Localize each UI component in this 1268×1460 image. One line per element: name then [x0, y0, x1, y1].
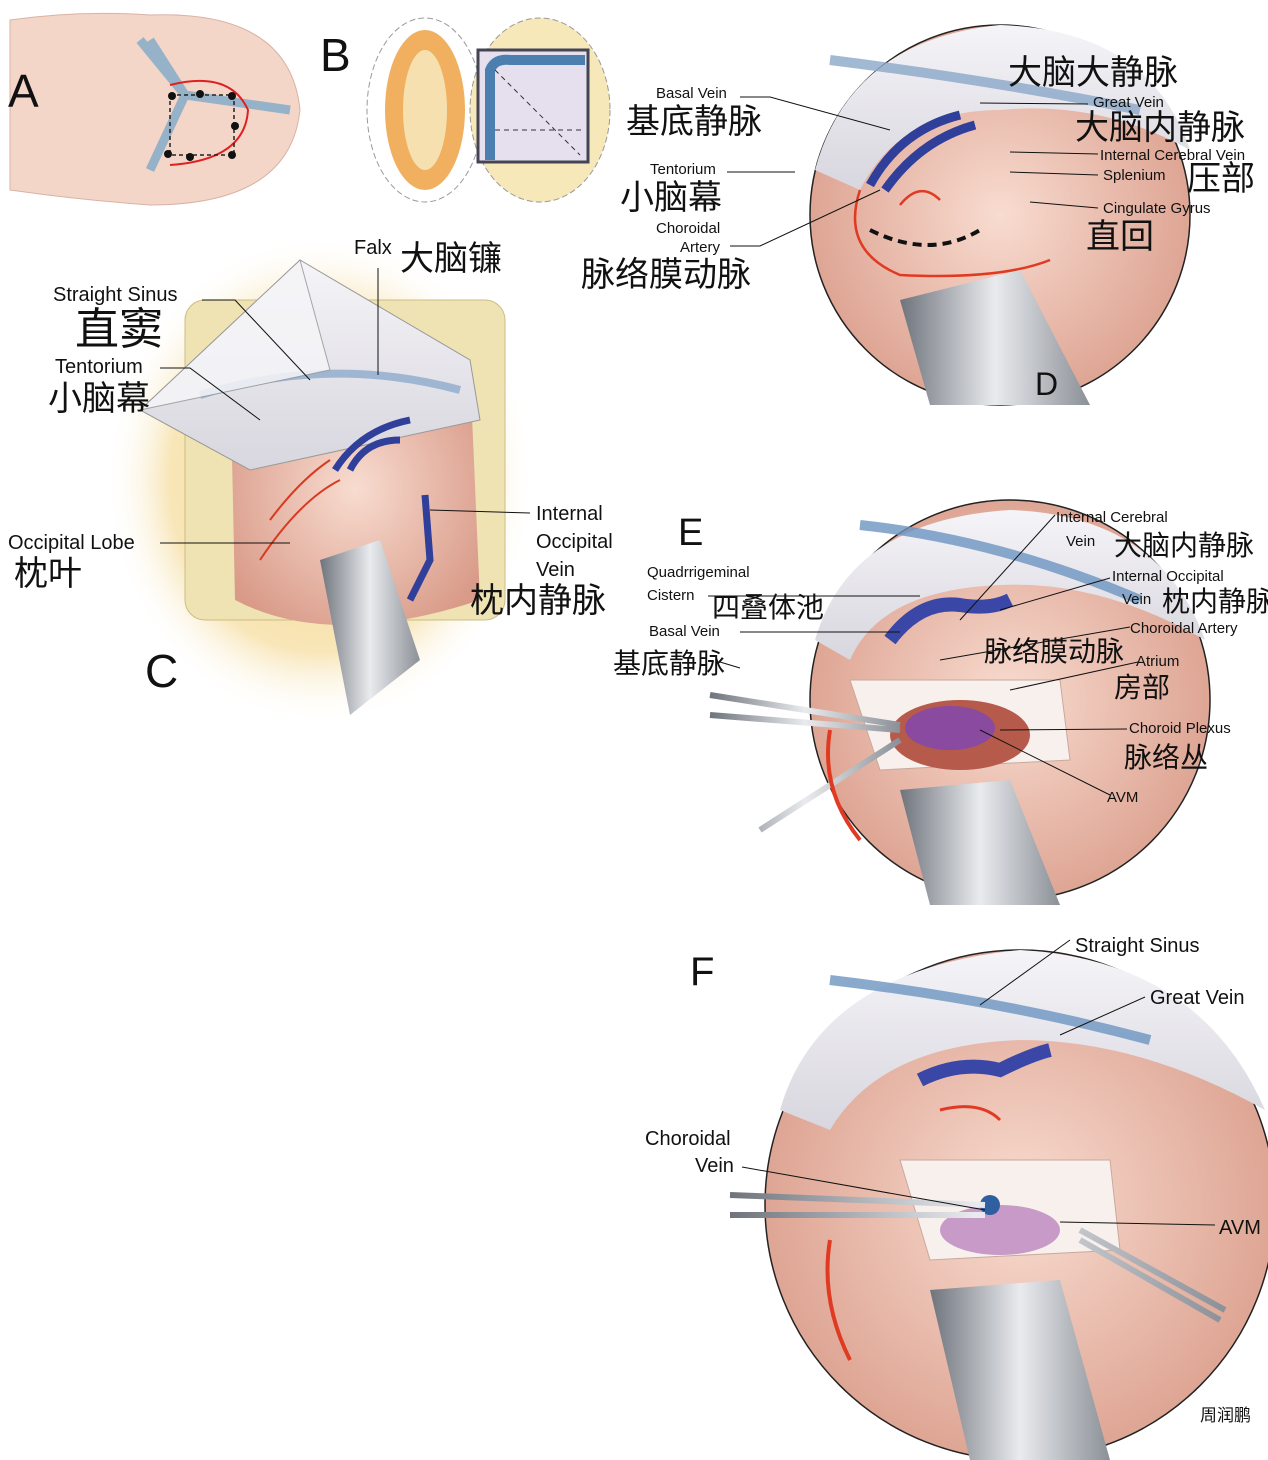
label-e-internal-occipital-vein-en-2: Vein [1122, 591, 1152, 608]
label-d-internal-cerebral-vein-en: Internal Cerebral Vein [1100, 147, 1246, 164]
label-e-internal-cerebral-vein-en-2: Vein [1066, 533, 1096, 550]
label-d-cingulate-gyrus-zh: 直回 [1086, 217, 1154, 257]
panel-a-letter: A [8, 65, 39, 117]
label-internal-occipital-vein-en-2: Occipital [536, 531, 613, 553]
label-d-cingulate-gyrus-en: Cingulate Gyrus [1103, 200, 1211, 217]
label-tentorium-en: Tentorium [55, 356, 143, 378]
label-occipital-lobe-zh: 枕叶 [14, 554, 82, 594]
leader-lines [160, 96, 1216, 1226]
label-e-avm-en: AVM [1107, 789, 1139, 806]
artist-signature: 周润鹏 [1200, 1406, 1251, 1425]
label-e-internal-occipital-vein-en-1: Internal Occipital [1112, 568, 1224, 585]
label-falx-en: Falx [354, 237, 392, 259]
panel-f-view [729, 949, 1268, 1460]
panel-e-view [709, 499, 1211, 905]
panel-f-letter: F [690, 950, 715, 994]
label-e-choroidal-artery-zh: 脉络膜动脉 [984, 635, 1125, 668]
label-e-quadrigeminal-cistern-en-1: Quadrrigeminal [647, 564, 750, 581]
label-d-choroidal-artery-en-1: Choroidal [656, 220, 721, 237]
label-e-internal-occipital-vein-zh: 枕内静脉 [1162, 585, 1268, 618]
label-f-straight-sinus-en: Straight Sinus [1075, 935, 1200, 957]
panel-b-letter: B [320, 29, 351, 81]
label-internal-occipital-vein-en-3: Vein [536, 559, 575, 581]
label-internal-occipital-vein-zh: 枕内静脉 [470, 581, 606, 621]
label-d-choroidal-artery-zh: 脉络膜动脉 [581, 255, 751, 295]
label-d-tentorium-en: Tentorium [650, 161, 716, 178]
panel-d-letter: D [1035, 366, 1059, 402]
label-falx-zh: 大脑镰 [400, 239, 502, 279]
label-e-choroid-plexus-zh: 脉络丛 [1124, 741, 1209, 774]
panel-c-letter: C [145, 645, 179, 697]
label-d-splenium-zh: 压部 [1187, 159, 1255, 199]
label-e-basal-vein-zh: 基底静脉 [613, 647, 726, 680]
label-e-basal-vein-en: Basal Vein [649, 623, 720, 640]
panel-e-letter: E [678, 512, 704, 554]
panel-d-view [809, 24, 1191, 406]
label-d-splenium-en: Splenium [1103, 167, 1166, 184]
label-d-great-vein-zh: 大脑大静脉 [1008, 53, 1178, 93]
label-d-choroidal-artery-en-2: Artery [680, 239, 721, 256]
label-f-avm-en: AVM [1219, 1217, 1261, 1239]
label-d-internal-cerebral-vein-zh: 大脑内静脉 [1075, 108, 1245, 148]
label-e-choroid-plexus-en: Choroid Plexus [1129, 720, 1231, 737]
label-e-quadrigeminal-cistern-zh: 四叠体池 [712, 591, 825, 624]
label-straight-sinus-zh: 直窦 [75, 304, 163, 355]
label-f-choroidal-vein-en-2: Vein [695, 1155, 734, 1177]
label-e-internal-cerebral-vein-zh: 大脑内静脉 [1114, 529, 1255, 562]
label-e-choroidal-artery-en: Choroidal Artery [1130, 620, 1238, 637]
label-tentorium-zh: 小脑幕 [48, 379, 150, 419]
label-internal-occipital-vein-en-1: Internal [536, 503, 603, 525]
label-e-internal-cerebral-vein-en-1: Internal Cerebral [1056, 509, 1168, 526]
label-f-choroidal-vein-en-1: Choroidal [645, 1128, 731, 1150]
label-e-atrium-en: Atrium [1136, 653, 1180, 670]
label-e-atrium-zh: 房部 [1114, 671, 1171, 704]
label-straight-sinus-en: Straight Sinus [53, 284, 178, 306]
label-occipital-lobe-en: Occipital Lobe [8, 532, 135, 554]
label-d-great-vein-en: Great Vein [1093, 94, 1164, 111]
panel-a-head [9, 12, 301, 206]
label-e-quadrigeminal-cistern-en-2: Cistern [647, 587, 695, 604]
panel-b-craniotomy [366, 17, 611, 203]
label-f-great-vein-en: Great Vein [1150, 987, 1245, 1009]
label-d-basal-vein-zh: 基底静脉 [626, 102, 762, 142]
panel-c-exposure [105, 235, 535, 725]
label-d-tentorium-zh: 小脑幕 [620, 178, 722, 218]
label-d-basal-vein-en: Basal Vein [656, 85, 727, 102]
